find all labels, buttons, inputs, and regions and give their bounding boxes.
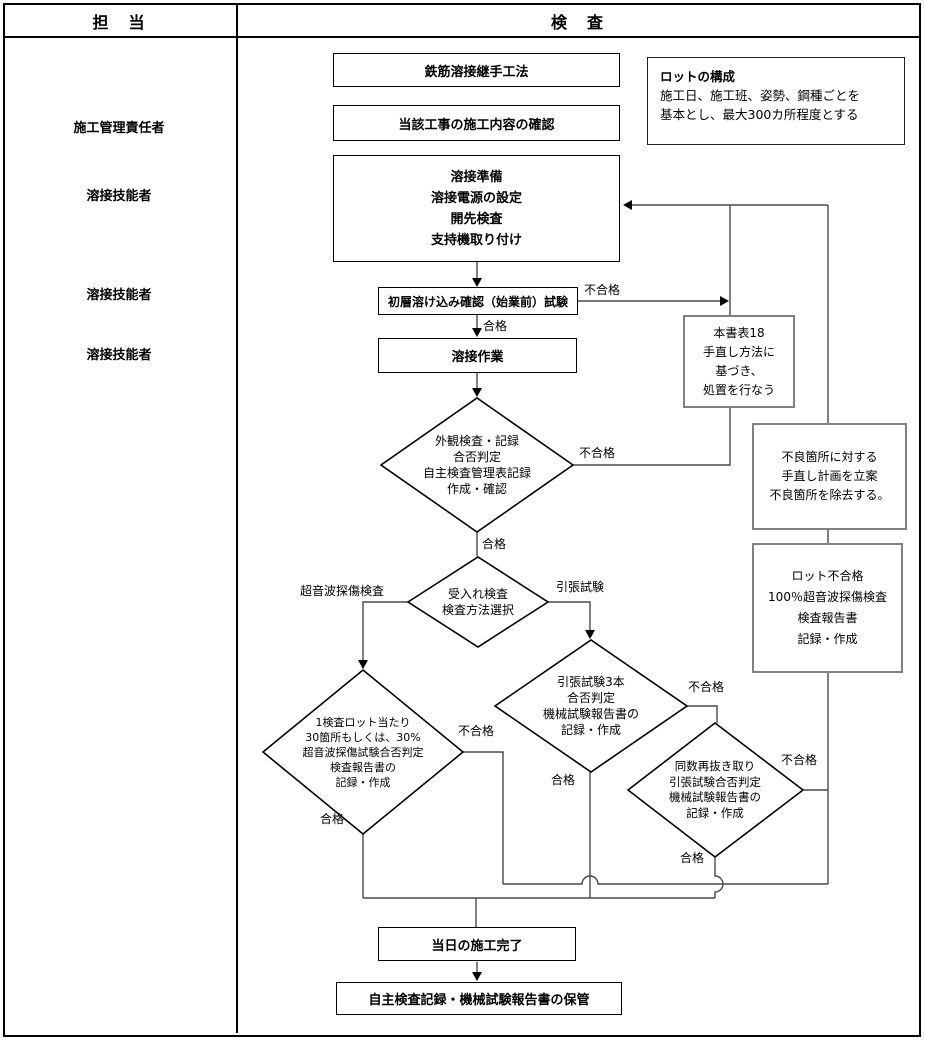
lane-label-welder-2: 溶接技能者 [86,288,152,303]
lane-label-construction-manager: 施工管理責任者 [73,121,165,136]
diamond-ut-judgement: 1検査ロット当たり 30箇所もしくは、30% 超音波探傷試験合否判定 検査報告書… [302,716,424,789]
label-visual-pass: 合格 [482,537,507,551]
diamond-visual-inspection: 外観検査・記録 合否判定 自主検査管理表記録 作成・確認 [422,434,531,496]
box-rework-method-note: 本書表18 手直し方法に 基づき、 処置を行なう [683,315,795,408]
outer-border [3,3,921,1037]
lane-label-welder-3: 溶接技能者 [86,348,152,363]
header-divider [3,36,919,38]
label-branch-tensile: 引張試験 [556,580,605,594]
label-first-pass: 合格 [483,319,508,333]
label-retest-pass: 合格 [680,851,705,865]
decision-diamonds [261,397,805,859]
column-divider [236,3,238,1033]
note-lot-title: ロットの構成 [660,69,736,84]
box-day-complete: 当日の施工完了 [378,927,576,961]
diamond-select-shape [406,556,550,648]
label-branch-ut: 超音波探傷検査 [300,584,385,598]
box-first-layer-test: 初層溶け込み確認（始業前）試験 [378,287,578,315]
label-retest-fail: 不合格 [781,753,818,767]
box-record-storage: 自主検査記録・機械試験報告書の保管 [336,982,622,1015]
label-visual-fail: 不合格 [579,446,616,460]
label-ut-fail: 不合格 [458,724,495,738]
diamond-retest-shape [626,721,805,859]
label-ut-pass: 合格 [320,812,345,826]
box-welding-work: 溶接作業 [378,338,577,373]
label-tensile-pass: 合格 [551,773,576,787]
header-kensa: 検 査 [550,13,605,32]
diamond-retest-judgement: 同数再抜き取り 引張試験合否判定 機械試験報告書の 記録・作成 [669,759,761,820]
diamond-visual-shape [379,397,575,533]
label-first-fail: 不合格 [584,283,621,297]
box-confirm-work: 当該工事の施工内容の確認 [333,105,620,141]
header-tanto: 担 当 [92,13,147,32]
diamond-method-select: 受入れ検査 検査方法選択 [441,587,514,617]
label-tensile-fail: 不合格 [688,680,725,694]
lane-label-welder-1: 溶接技能者 [86,189,152,204]
box-defect-rework-plan: 不良箇所に対する 手直し計画を立案 不良箇所を除去する。 [752,423,907,530]
box-weld-preparation: 溶接準備 溶接電源の設定 開先検査 支持機取り付け [333,155,620,262]
note-lot-composition: ロットの構成 施工日、施工班、姿勢、鋼種ごとを 基本とし、最大300カ所程度とす… [647,57,905,145]
diamond-tensile-judgement: 引張試験3本 合否判定 機械試験報告書の 記録・作成 [542,675,639,737]
diamond-ut-shape [261,668,465,836]
arrowheads [358,200,729,981]
box-method: 鉄筋溶接継手工法 [333,53,620,87]
box-lot-fail-ut: ロット不合格 100％超音波探傷検査 検査報告書 記録・作成 [752,543,903,673]
note-lot-body: 施工日、施工班、姿勢、鋼種ごとを 基本とし、最大300カ所程度とする [660,88,861,122]
diamond-tensile-shape [493,639,689,773]
